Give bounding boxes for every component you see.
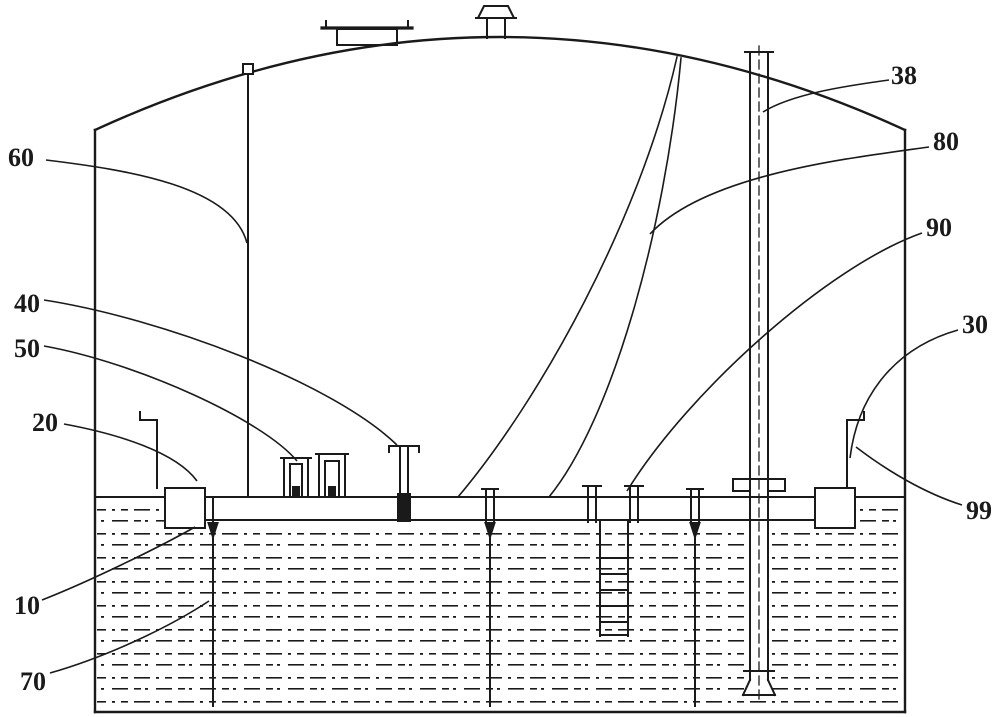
vent-cap [476,5,516,19]
guide-cable-line-2 [547,57,682,499]
callout-10: 10 [14,591,40,620]
roof-hatch [320,20,414,46]
liquid-hatch-main [97,524,903,708]
deck-manhole [582,485,644,523]
guide-cable-line-1 [456,56,678,499]
callout-80: 80 [933,127,959,156]
pipe-bell-left [741,678,752,697]
leader-30 [849,329,959,459]
leader-99 [855,446,963,506]
guide-pole-top-block [242,63,254,75]
bleeder-body [397,493,411,522]
leader-50 [43,345,298,462]
callout-38: 38 [891,61,917,90]
leader-90 [626,232,923,492]
rim-seal-right [846,411,865,489]
tank-shell [93,35,907,714]
leg-left-arrowhead [207,522,219,541]
guide-cable [456,56,682,499]
callout-70: 70 [20,667,46,696]
callout-50: 50 [14,334,40,363]
leader-20 [63,423,198,482]
pipe-bell-mask [743,680,775,695]
callout-99: 99 [966,496,992,525]
guide-pole [242,63,254,498]
leg-right-arrowhead [689,522,701,541]
support-leg-center [481,488,499,707]
leader-40 [43,299,398,446]
drawing-lines [93,5,907,714]
leader-38 [762,79,890,113]
callout-labels: 38 80 90 30 99 60 40 50 20 10 70 [8,61,992,696]
callout-60: 60 [8,143,34,172]
leader-70 [49,600,210,674]
callout-leaders [41,79,963,674]
leader-60 [45,159,248,244]
deck-fitting-1 [280,457,312,498]
riser-pipe [732,45,786,700]
roof-vent [475,5,517,39]
roof-hatch-neck [336,28,398,46]
liquid-hatch-left-margin [97,500,165,524]
fitting2-pin [328,486,336,497]
floating-deck [96,487,904,529]
fitting1-pin [292,486,300,497]
callout-30: 30 [962,310,988,339]
deck-rim-pontoon-left [164,487,206,529]
deck-rim-pontoon-right [814,487,856,529]
pipe-bell-right [766,678,777,697]
rim-seal-left [139,411,158,489]
callout-90: 90 [926,213,952,242]
leader-10 [41,526,196,601]
support-leg-left [207,496,219,707]
leader-80 [649,146,930,235]
deck-fitting-2 [315,453,349,498]
ladder [599,521,629,637]
tank-dome-roof [93,35,907,132]
callout-40: 40 [14,289,40,318]
support-leg-right [686,488,704,707]
leg-center-arrowhead [484,522,496,541]
callout-20: 20 [32,408,58,437]
bleeder-vent [388,445,420,522]
